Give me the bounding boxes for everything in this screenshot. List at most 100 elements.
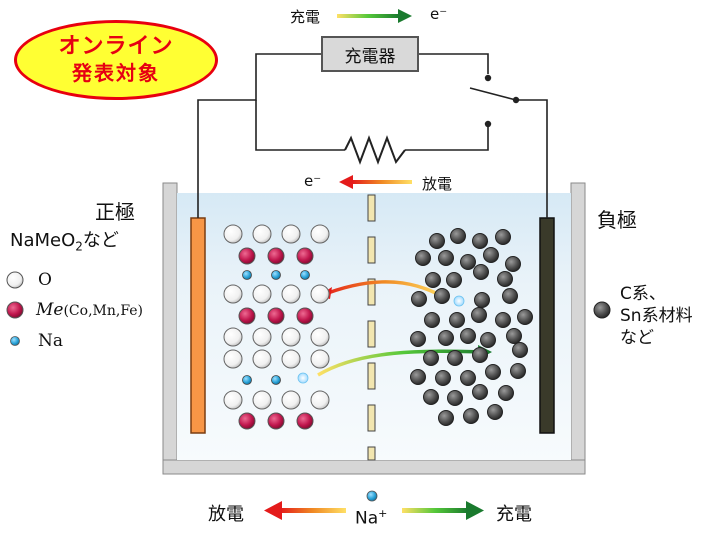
online-presentation-badge: オンライン 発表対象 [14,20,218,100]
carbon-atom [460,370,476,386]
discharge-electron-label: e⁻ [304,172,322,190]
sodium-atom [242,270,252,280]
charge-electron-arrow-top [337,9,412,23]
sodium-atom [300,270,310,280]
metal-atom [296,307,314,325]
anode-electrode [539,217,555,434]
carbon-atom [438,410,454,426]
carbon-atom [472,233,488,249]
metal-atom [267,412,285,430]
oxygen-atom [310,224,330,244]
oxygen-atom [223,390,243,410]
legend-anode-atom-icon [593,301,611,319]
oxygen-atom [252,284,272,304]
charger-label: 充電器 [344,46,396,67]
oxygen-atom [223,284,243,304]
carbon-atom [435,370,451,386]
carbon-atom [510,363,526,379]
legend-na-label: Na [38,331,64,351]
oxygen-atom [223,224,243,244]
migrating-na-sparkle-left [297,372,309,384]
oxygen-atom [223,327,243,347]
carbon-atom [423,389,439,405]
legend-o-label: O [38,270,52,290]
sodium-atom [271,375,281,385]
carbon-atom [450,228,466,244]
carbon-atom [449,312,465,328]
metal-atom [267,307,285,325]
oxygen-atom [252,327,272,347]
oxygen-atom [223,349,243,369]
negative-material-line-3: など [620,328,654,348]
sodium-atom [242,375,252,385]
carbon-atom [474,292,490,308]
switch-terminal-upper [484,74,492,82]
carbon-atom [438,330,454,346]
carbon-atom [425,272,441,288]
separator [367,194,376,461]
oxygen-atom [281,349,301,369]
legend-na-atom-icon [10,336,20,346]
anode-carbon-atoms [410,228,533,426]
carbon-atom [460,254,476,270]
carbon-atom [495,229,511,245]
charger-box: 充電器 [321,36,419,72]
metal-atom [238,307,256,325]
oxygen-atom [310,284,330,304]
bottom-charge-arrow [402,501,484,520]
bottom-na-ion-label: Na+ [355,507,388,529]
metal-atom [267,247,285,265]
carbon-atom [497,271,513,287]
cathode-electrode [190,217,206,434]
carbon-atom [460,328,476,344]
carbon-atom [410,369,426,385]
sodium-atom [271,270,281,280]
top-electron-label: e⁻ [430,5,448,23]
legend-me-atom-icon [6,301,24,319]
negative-electrode-title: 負極 [597,208,637,232]
switch-pivot [512,96,520,104]
carbon-atom [471,307,487,323]
carbon-atom [502,288,518,304]
metal-atom [238,412,256,430]
badge-line-2: 発表対象 [72,61,160,86]
carbon-atom [506,328,522,344]
carbon-atom [447,350,463,366]
positive-material-label: NaMeO2など [10,230,119,254]
carbon-atom [517,309,533,325]
carbon-atom [438,250,454,266]
carbon-atom [434,288,450,304]
switch-terminal-lower [484,120,492,128]
discharge-label: 放電 [422,175,453,193]
oxygen-atom [252,349,272,369]
carbon-atom [463,408,479,424]
metal-atom [296,247,314,265]
bottom-discharge-label: 放電 [208,504,244,525]
carbon-atom [410,331,426,347]
carbon-atom [480,332,496,348]
carbon-atom [495,312,511,328]
bottom-na-ion-icon [366,490,378,502]
carbon-atom [487,404,503,420]
external-circuit [197,53,548,218]
carbon-atom [485,364,501,380]
carbon-atom [498,385,514,401]
oxygen-atom [310,349,330,369]
negative-material-line-2: Sn系材料 [620,306,693,326]
carbon-atom [411,291,427,307]
oxygen-atom [252,390,272,410]
charge-ion-path-arrow [317,349,489,377]
carbon-atom [447,390,463,406]
bottom-charge-label: 充電 [496,504,532,525]
carbon-atom [415,250,431,266]
badge-line-1: オンライン [58,34,174,60]
legend-o-atom-icon [6,271,24,289]
carbon-atom [472,347,488,363]
carbon-atom [483,247,499,263]
carbon-atom [429,233,445,249]
top-charge-label: 充電 [290,8,321,26]
oxygen-atom [281,224,301,244]
negative-material-line-1: C系、 [620,284,666,304]
discharge-electron-arrow [339,175,412,189]
